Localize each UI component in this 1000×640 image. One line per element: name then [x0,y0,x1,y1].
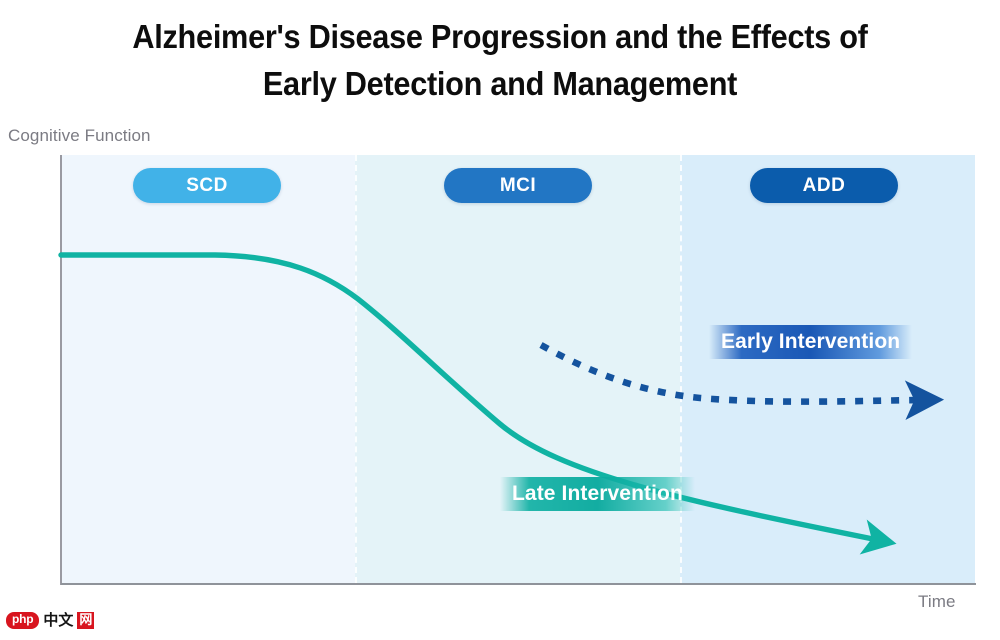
annotation-early-intervention: Early Intervention [709,325,913,359]
watermark-boxed-char: 网 [77,612,95,629]
stage-badge-mci[interactable]: MCI [444,168,592,203]
annotation-late-intervention: Late Intervention [500,477,695,511]
y-axis-label: Cognitive Function [8,126,151,145]
watermark-php-badge: php [6,612,40,629]
stage-badge-scd[interactable]: SCD [133,168,281,203]
x-axis-label: Time [918,592,956,611]
stage-divider-scd-mci [355,155,357,583]
plot-area [61,155,975,583]
stage-badge-add[interactable]: ADD [750,168,898,203]
stage-band-mci [355,155,680,583]
stage-band-scd [61,155,355,583]
stage-divider-mci-add [680,155,682,583]
watermark-text: 中文 [43,611,74,629]
x-axis-line [61,583,976,585]
stage-band-add [680,155,975,583]
y-axis-line [60,155,62,585]
watermark: php 中文 网 [6,611,95,629]
page-title: Alzheimer's Disease Progression and the … [132,18,868,102]
